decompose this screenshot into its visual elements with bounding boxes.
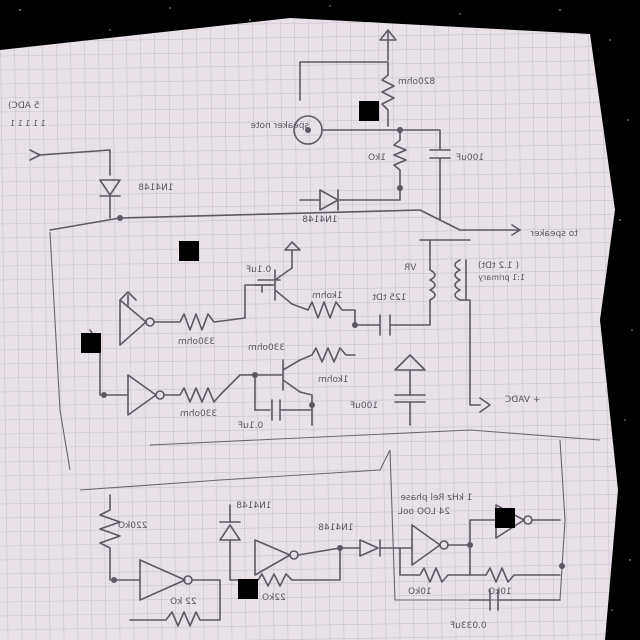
top-power-section: 820ohm speaker note 1kO 100uF 1N4148 to … (250, 29, 578, 239)
label-vadc-right: + VADC (505, 395, 540, 405)
label-resistor-q1: 1kohm (312, 291, 343, 301)
label-to-speaker: to speaker (530, 229, 578, 239)
label-diode-left: 1N4148 (138, 183, 174, 193)
label-bottom-right-note2: 24 LOO ooL (398, 507, 450, 517)
paper-sheet (0, 18, 618, 640)
label-resistor-q1b: 330ohm (248, 343, 285, 353)
label-bottom-left-res: 220kO (118, 521, 147, 531)
middle-oscillator-section: 330ohm 0.1uF 1kohm 125 tDt VR ( 1.2 tDt)… (49, 231, 601, 471)
label-bottom-res2: 22kO (262, 593, 286, 603)
label-vr: VR (404, 263, 416, 273)
label-transformer-note: ( 1.2 tDt) (478, 261, 519, 271)
label-cap-bottom-center: 100uF (350, 401, 378, 411)
label-bottom-right-res: 10kO (408, 587, 432, 597)
label-bottom-res: 22 kO (170, 597, 197, 607)
label-mid-cap: 0.1uF (246, 265, 271, 275)
label-top-left-sub: 1 1 1 1 1 (10, 119, 46, 128)
label-bottom-diode-left: 1N4148 (236, 501, 272, 511)
redaction-blocks (81, 0, 640, 599)
left-input-section: 5 ADC) 1 1 1 1 1 1N4148 (8, 101, 441, 231)
label-bottom-right-note1: 1 kHz Rel phase (400, 493, 473, 503)
label-resistor-q2: 1kohm (318, 375, 349, 385)
label-coil-note: 125 tDt (372, 293, 406, 303)
label-resistor-top: 820ohm (398, 77, 435, 87)
label-cap-top-right: 100uF (456, 153, 484, 163)
label-top-left-vadc: 5 ADC) (8, 101, 39, 111)
label-bottom-diode-mid: 1N4148 (318, 523, 354, 533)
label-resistor-in2: 330ohm (180, 409, 217, 419)
label-resistor-in1: 330ohm (178, 337, 215, 347)
label-bottom-cap: 0.033uF (450, 621, 487, 631)
label-resistor-mid: 1kO (368, 153, 386, 163)
label-diode-mid: 1N4148 (302, 215, 338, 225)
label-bottom-right-res2: 10kO (488, 587, 512, 597)
label-speaker-note: speaker note (250, 121, 309, 131)
label-transformer-note2: 1:1 primary (478, 273, 525, 282)
label-cap-bottom-mid: 0.1uF (238, 421, 263, 431)
